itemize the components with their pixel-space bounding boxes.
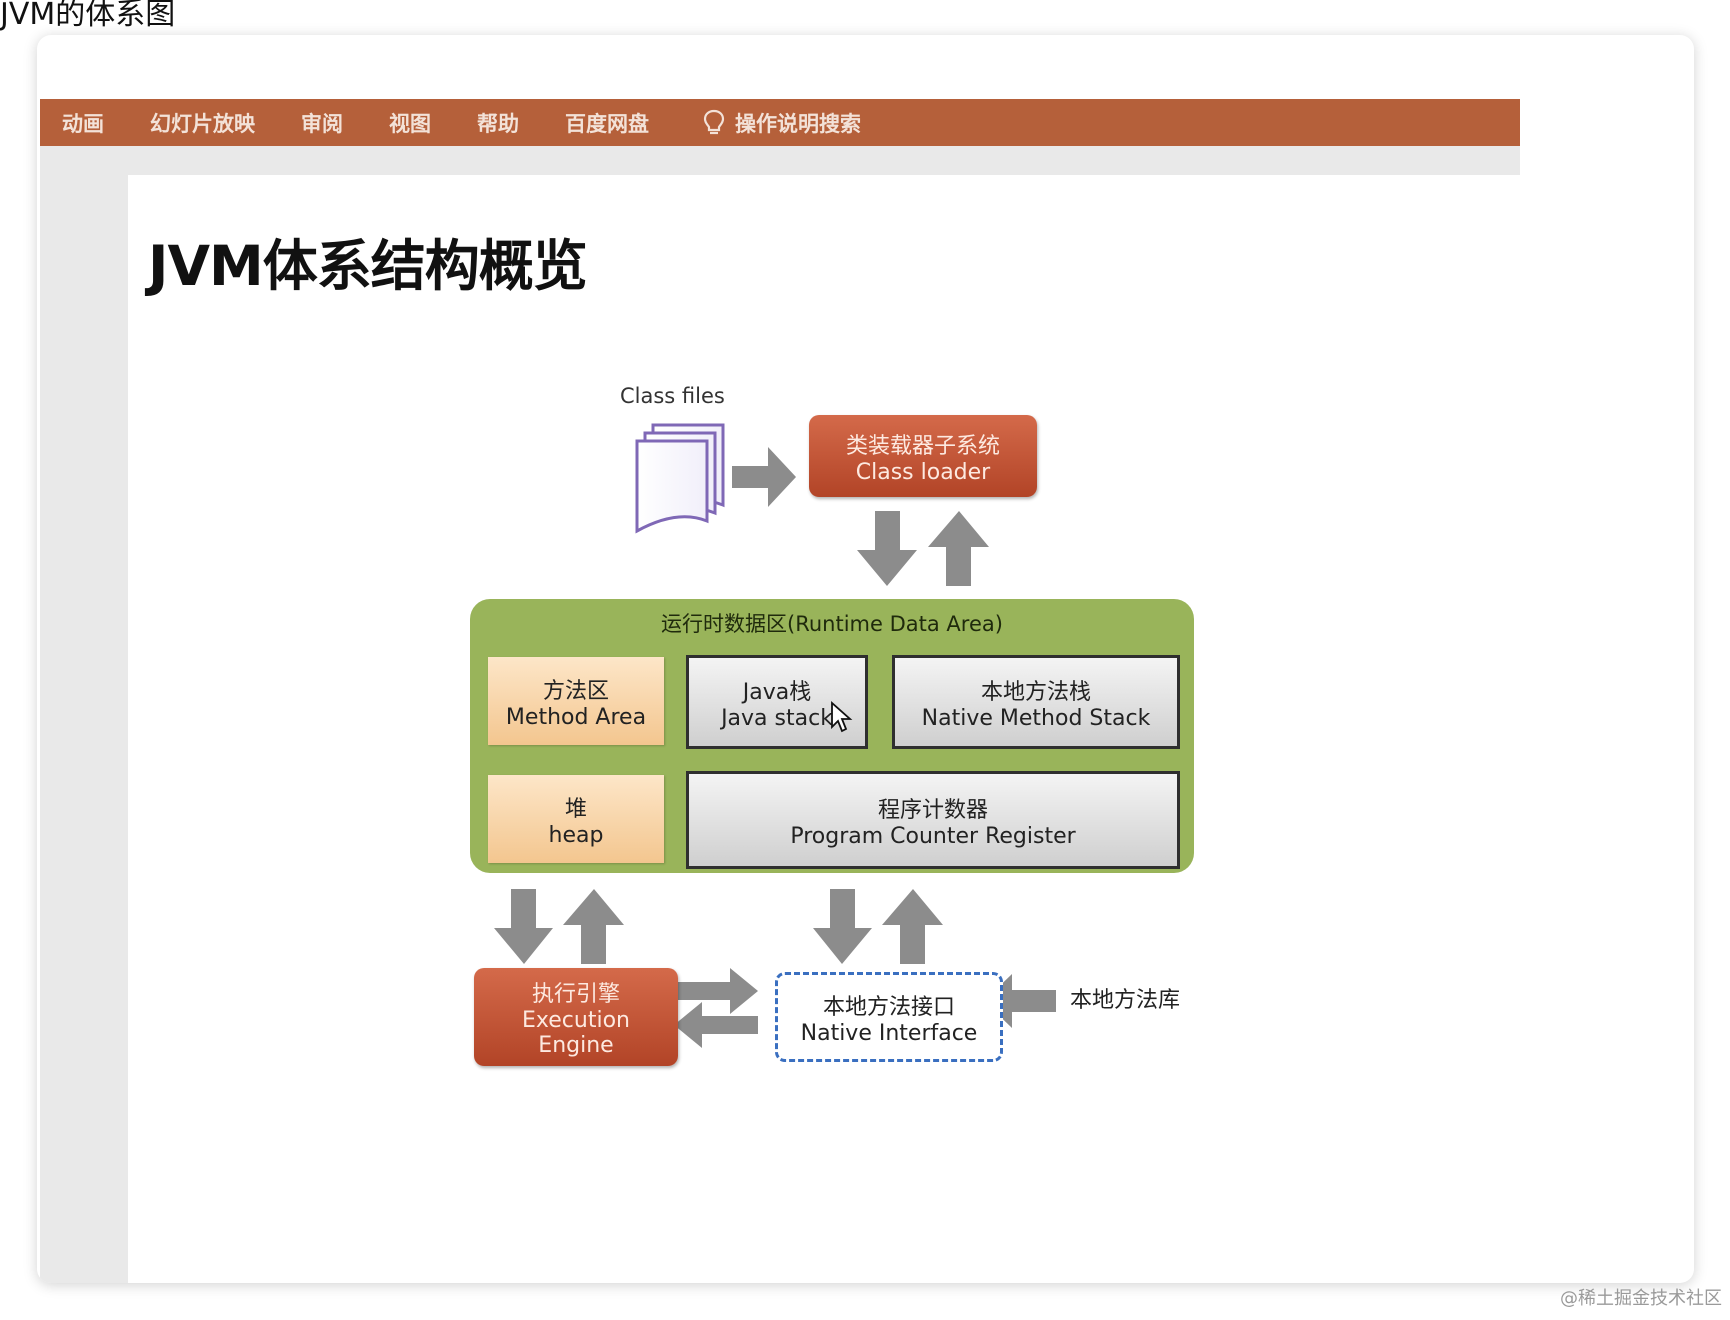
lightbulb-icon[interactable] — [703, 109, 725, 137]
tab-slideshow[interactable]: 幻灯片放映 — [150, 111, 255, 136]
slide-title: JVM体系结构概览 — [148, 234, 588, 298]
tab-baidu-netdisk[interactable]: 百度网盘 — [565, 111, 649, 136]
tab-help[interactable]: 帮助 — [477, 111, 519, 136]
native-stack-en: Native Method Stack — [921, 705, 1151, 731]
page-title: JVM的体系图 — [0, 0, 176, 32]
tell-me-search[interactable]: 操作说明搜索 — [735, 111, 861, 136]
exec-engine-zh: 执行引擎 — [531, 982, 620, 1007]
arrow-native-to-engine — [674, 1002, 758, 1048]
java-stack-en: Java stack — [721, 705, 833, 731]
arrow-native-down — [813, 889, 872, 964]
java-stack-box: Java栈 Java stack — [686, 655, 868, 749]
arrow-engine-up — [563, 889, 624, 964]
arrow-engine-down — [494, 889, 553, 964]
method-area-en: Method Area — [505, 704, 647, 730]
native-library-label: 本地方法库 — [1070, 988, 1181, 1013]
native-interface-zh: 本地方法接口 — [822, 994, 955, 1020]
heap-zh: 堆 — [564, 796, 587, 822]
class-loader-box: 类装载器子系统 Class loader — [809, 415, 1037, 497]
tab-view[interactable]: 视图 — [389, 111, 431, 136]
slide-editor-area: JVM体系结构概览 — [40, 146, 1520, 1283]
tab-review[interactable]: 审阅 — [301, 111, 343, 136]
native-method-stack-box: 本地方法栈 Native Method Stack — [892, 655, 1180, 749]
exec-engine-en1: Execution — [522, 1008, 630, 1033]
arrow-classloader-down — [857, 511, 917, 586]
execution-engine-box: 执行引擎 Execution Engine — [474, 968, 678, 1066]
runtime-data-area: 运行时数据区(Runtime Data Area) 方法区 Method Are… — [470, 599, 1194, 873]
runtime-data-area-label: 运行时数据区(Runtime Data Area) — [661, 612, 1003, 636]
slide: JVM体系结构概览 — [128, 175, 1520, 1283]
arrow-to-classloader — [732, 447, 796, 507]
native-interface-en: Native Interface — [800, 1020, 978, 1046]
pc-register-en: Program Counter Register — [790, 823, 1076, 849]
exec-engine-en2: Engine — [538, 1033, 614, 1058]
mouse-cursor-icon — [831, 701, 853, 733]
method-area-box: 方法区 Method Area — [488, 657, 664, 745]
java-stack-zh: Java栈 — [742, 679, 812, 705]
class-files-label: Class files — [620, 384, 725, 408]
heap-box: 堆 heap — [488, 775, 664, 863]
method-area-zh: 方法区 — [542, 678, 609, 704]
native-interface-box: 本地方法接口 Native Interface — [775, 972, 1003, 1062]
class-files-icon — [635, 423, 725, 534]
screenshot-card: 动画 幻灯片放映 审阅 视图 帮助 百度网盘 操作说明搜索 JVM体系结构概览 — [37, 35, 1694, 1283]
arrow-engine-to-native — [673, 968, 758, 1014]
native-stack-zh: 本地方法栈 — [980, 679, 1091, 705]
arrow-native-up — [882, 889, 943, 964]
tab-animation[interactable]: 动画 — [62, 111, 104, 136]
ribbon-menu: 动画 幻灯片放映 审阅 视图 帮助 百度网盘 操作说明搜索 — [40, 99, 1520, 146]
class-loader-zh: 类装载器子系统 — [845, 433, 1000, 459]
arrow-classloader-up — [928, 511, 989, 586]
class-loader-en: Class loader — [855, 459, 991, 485]
watermark: @稀土掘金技术社区 — [1560, 1288, 1722, 1309]
program-counter-box: 程序计数器 Program Counter Register — [686, 771, 1180, 869]
heap-en: heap — [548, 822, 604, 848]
pc-register-zh: 程序计数器 — [877, 797, 988, 823]
